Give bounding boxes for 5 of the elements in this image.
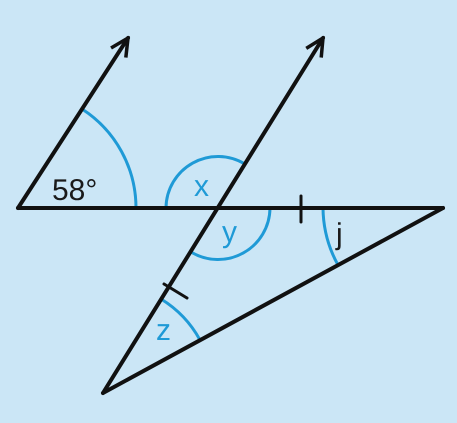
angle-label: z <box>156 316 171 346</box>
angle-label: 58° <box>52 176 98 206</box>
angle-label: x <box>194 172 209 202</box>
angle-label: y <box>222 218 237 248</box>
angle-label: j <box>336 220 343 250</box>
